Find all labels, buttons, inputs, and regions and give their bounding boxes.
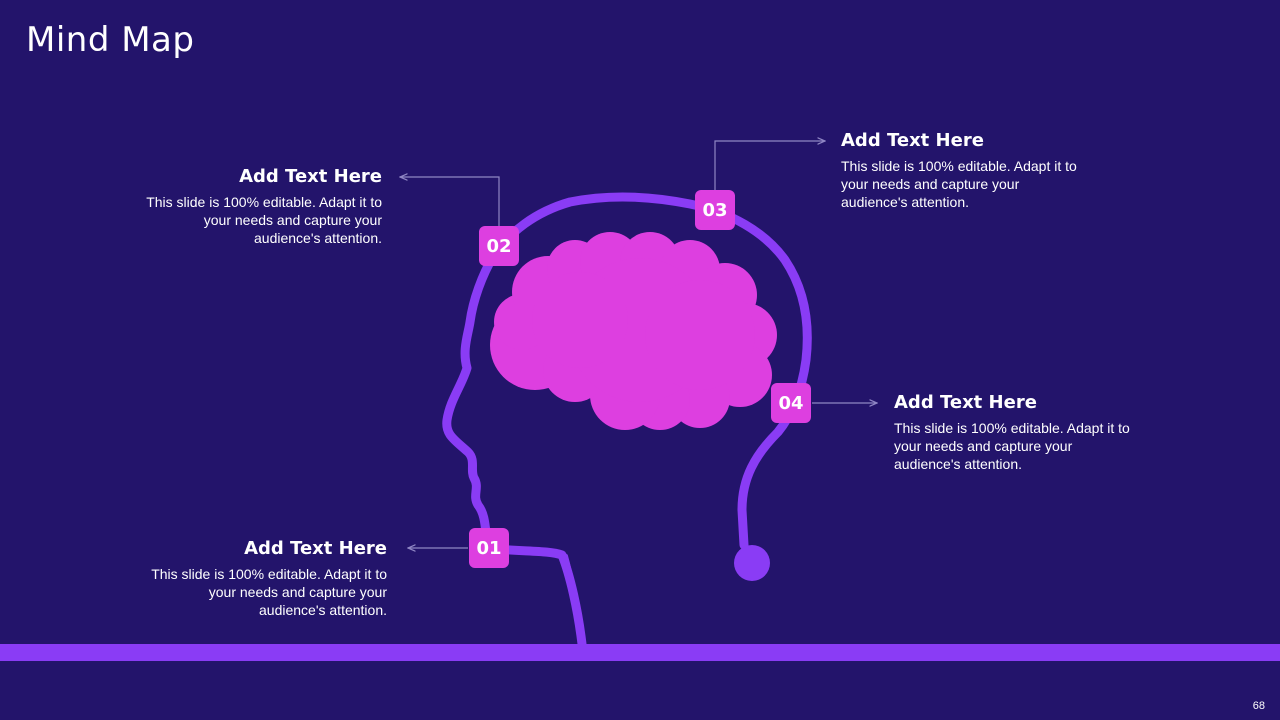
text-block-04: Add Text Here This slide is 100% editabl…	[894, 392, 1134, 473]
connector-02	[400, 177, 500, 226]
text-block-03-heading: Add Text Here	[841, 130, 984, 151]
text-block-01: Add Text Here This slide is 100% editabl…	[147, 538, 387, 619]
bottom-band	[0, 644, 1280, 661]
badge-01: 01	[469, 528, 509, 568]
text-block-01-heading: Add Text Here	[244, 538, 387, 559]
slide-title: Mind Map	[26, 20, 195, 60]
text-block-02: Add Text Here This slide is 100% editabl…	[142, 166, 382, 247]
badge-02: 02	[479, 226, 519, 266]
connector-03	[714, 141, 825, 190]
badge-04: 04	[771, 383, 811, 423]
neck-end-dot	[734, 545, 770, 581]
brain-shape	[490, 232, 777, 430]
text-block-03-body: This slide is 100% editable. Adapt it to…	[841, 158, 1077, 210]
badge-03: 03	[695, 190, 735, 230]
text-block-04-body: This slide is 100% editable. Adapt it to…	[894, 420, 1130, 472]
text-block-03: Add Text Here This slide is 100% editabl…	[841, 130, 1081, 211]
text-block-02-heading: Add Text Here	[239, 166, 382, 187]
neck-line	[507, 548, 584, 647]
head-outline	[442, 192, 812, 649]
text-block-01-body: This slide is 100% editable. Adapt it to…	[151, 566, 387, 618]
page-number: 68	[1252, 700, 1265, 712]
text-block-04-heading: Add Text Here	[894, 392, 1037, 413]
text-block-02-body: This slide is 100% editable. Adapt it to…	[146, 194, 382, 246]
